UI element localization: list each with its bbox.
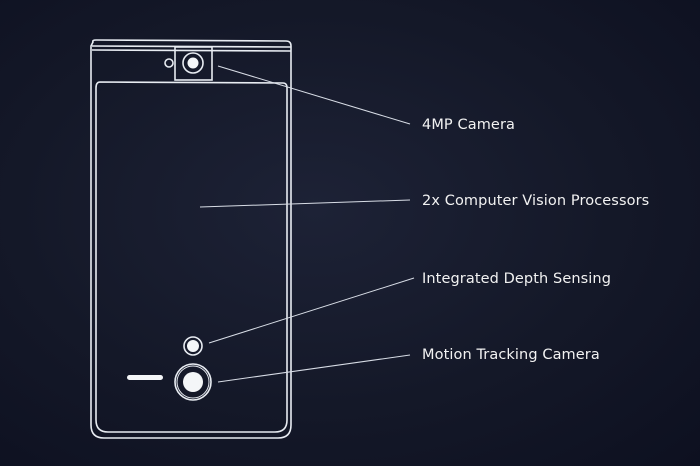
depth-leader-line	[208, 277, 415, 344]
camera-lens-inner	[187, 57, 199, 69]
camera-module	[174, 46, 213, 81]
processors-leader-line	[199, 199, 411, 208]
label-camera: 4MP Camera	[422, 117, 515, 133]
camera-leader-line	[217, 65, 411, 125]
motion-camera-ring	[174, 363, 212, 401]
motion-leader-line	[217, 354, 411, 383]
depth-sensor-lens	[187, 340, 199, 352]
phone-outline	[90, 39, 292, 439]
label-processors: 2x Computer Vision Processors	[422, 193, 650, 209]
label-motion: Motion Tracking Camera	[422, 347, 600, 363]
motion-camera-lens	[183, 372, 203, 392]
speaker-bar	[127, 375, 163, 380]
motion-camera-ring-inner	[176, 365, 210, 399]
camera-lens-outer	[182, 52, 204, 74]
flash-icon	[164, 58, 174, 68]
depth-sensor-ring	[183, 336, 203, 356]
back-panel	[95, 81, 288, 433]
label-depth: Integrated Depth Sensing	[422, 271, 612, 287]
